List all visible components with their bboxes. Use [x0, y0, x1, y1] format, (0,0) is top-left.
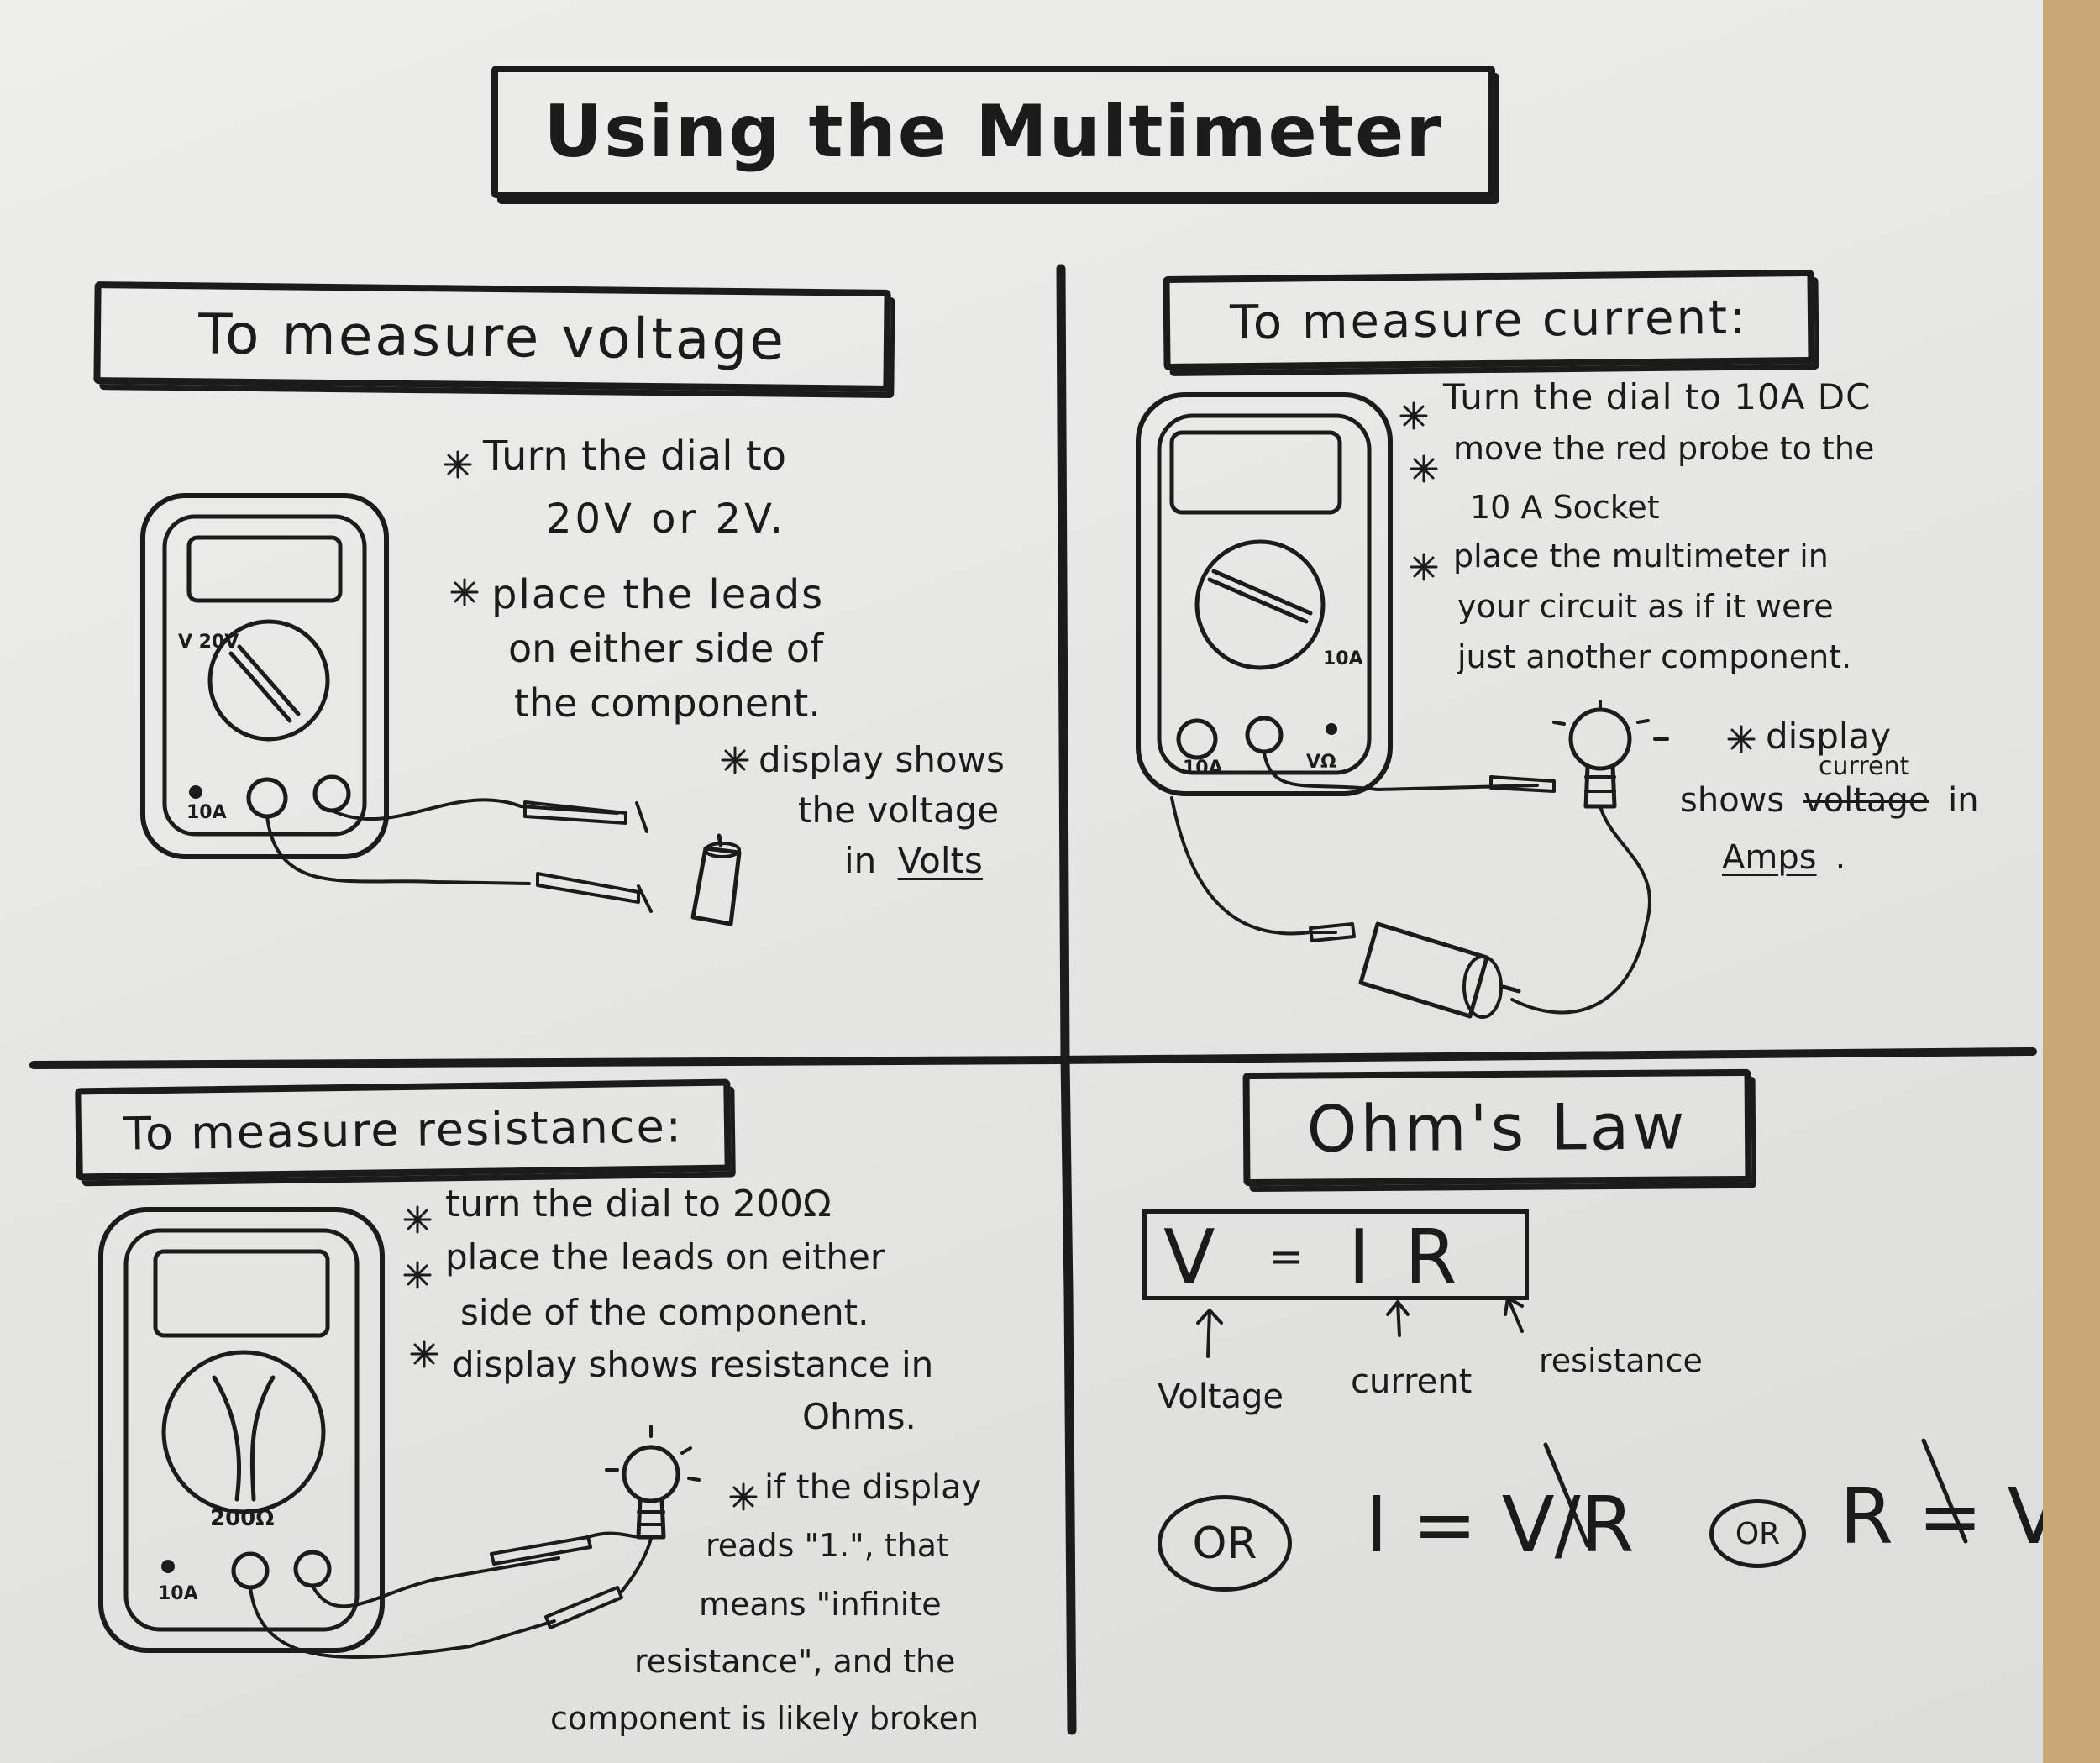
- resistance-step-4b: reads "1.", that: [706, 1527, 949, 1564]
- or-oval-1: OR: [1158, 1495, 1292, 1592]
- resistance-multimeter-drawing: [98, 1207, 701, 1660]
- resistance-step-1: turn the dial to 200Ω: [445, 1183, 832, 1225]
- resistance-step-4: if the display: [764, 1468, 982, 1507]
- horizontal-divider: [29, 1047, 2037, 1069]
- resistance-heading-box: To measure resistance:: [75, 1078, 732, 1181]
- resistance-step-4d: resistance", and the: [634, 1643, 956, 1680]
- resistance-step-2: place the leads on either: [445, 1236, 885, 1278]
- resistance-step-3b: Ohms.: [802, 1396, 916, 1437]
- or-oval-2: OR: [1709, 1499, 1806, 1568]
- page-title: Using the Multimeter: [543, 90, 1443, 174]
- vertical-divider: [1056, 264, 1077, 1735]
- formula-v: V: [1163, 1214, 1215, 1302]
- or-label-1: OR: [1192, 1518, 1257, 1569]
- ohms-label-current: current: [1351, 1362, 1473, 1401]
- voltage-step-2b: on either side of: [508, 626, 824, 671]
- current-meter-dial-label: 10A: [1323, 648, 1363, 669]
- ohms-label-voltage: Voltage: [1158, 1377, 1284, 1416]
- voltage-step-3b: the voltage: [798, 790, 1000, 831]
- current-heading: To measure current:: [1229, 290, 1749, 350]
- ohms-label-resistance: resistance: [1539, 1342, 1703, 1379]
- star-bullets: [403, 401, 1756, 1511]
- voltage-step-2c: the component.: [514, 680, 821, 726]
- ohms-alt-formula-2: R = V/I: [1840, 1472, 2043, 1561]
- voltage-heading-box: To measure voltage: [93, 281, 891, 392]
- or-label-2: OR: [1735, 1516, 1781, 1551]
- resistance-heading: To measure resistance:: [123, 1099, 684, 1161]
- voltage-unit: Volts: [897, 840, 983, 881]
- current-unit: Amps: [1722, 838, 1817, 877]
- voltage-meter-socket-label: 10A: [186, 802, 227, 823]
- current-period: .: [1835, 838, 1846, 877]
- current-multimeter-drawing: [1136, 392, 1669, 1019]
- current-step-3b: your circuit as if it were: [1457, 588, 1834, 625]
- ohms-law-heading-box: Ohm's Law: [1242, 1068, 1752, 1187]
- voltage-meter-dial-label: V 20V: [178, 632, 239, 653]
- ohms-law-formula-box: V = I R: [1142, 1209, 1529, 1302]
- voltage-step-2: place the leads: [491, 571, 825, 618]
- current-step-2b: 10 A Socket: [1470, 489, 1660, 526]
- resistance-step-2b: side of the component.: [460, 1292, 869, 1333]
- current-step-4c: Amps.: [1722, 838, 1845, 878]
- current-heading-box: To measure current:: [1163, 269, 1815, 371]
- current-step-3: place the multimeter in: [1453, 538, 1829, 575]
- voltage-step-1: Turn the dial to: [483, 433, 787, 480]
- resistance-step-3: display shows resistance in: [452, 1344, 934, 1385]
- voltage-multimeter-drawing: [140, 493, 742, 926]
- current-meter-socket-a: 10A: [1183, 758, 1223, 779]
- worksheet-sheet: Using the Multimeter To measure voltage …: [0, 0, 2043, 1763]
- voltage-step-1b: 20V or 2V.: [546, 496, 786, 543]
- current-step-1: Turn the dial to 10A DC: [1443, 376, 1872, 417]
- title-box: Using the Multimeter: [491, 66, 1495, 198]
- voltage-heading: To measure voltage: [197, 301, 787, 373]
- current-shows: shows: [1680, 781, 1785, 820]
- ohms-law-heading: Ohm's Law: [1306, 1089, 1688, 1167]
- current-step-4: display: [1766, 716, 1892, 757]
- resistance-step-4c: means "infinite: [699, 1586, 942, 1623]
- resistance-step-4e: component is likely broken: [550, 1700, 979, 1737]
- current-crossed-word: voltage: [1803, 781, 1929, 820]
- formula-ir: I R: [1348, 1214, 1462, 1302]
- voltage-step-3c-in: in: [844, 840, 877, 881]
- resistance-meter-dial-label: 200Ω: [210, 1506, 275, 1531]
- current-step-2: move the red probe to the: [1453, 430, 1875, 467]
- current-step-3c: just another component.: [1457, 638, 1852, 675]
- current-meter-socket-b: VΩ: [1306, 752, 1336, 773]
- ohms-law-arrows: [1196, 1296, 1524, 1358]
- formula-equals: =: [1268, 1232, 1304, 1281]
- ohms-alt-formula-1: I = V/R: [1365, 1480, 1635, 1570]
- worksheet-drawings: [29, 264, 2037, 1735]
- current-inserted-word: current: [1819, 752, 1910, 781]
- voltage-step-3c: in Volts: [844, 840, 983, 882]
- fraction-slash-2: [1921, 1438, 1968, 1544]
- voltage-step-3: display shows: [759, 739, 1005, 780]
- current-in: in: [1948, 781, 1979, 820]
- fraction-slash-1: [1543, 1442, 1590, 1548]
- current-step-4b: shows voltage in: [1680, 781, 1979, 821]
- resistance-meter-socket-label: 10A: [158, 1583, 198, 1604]
